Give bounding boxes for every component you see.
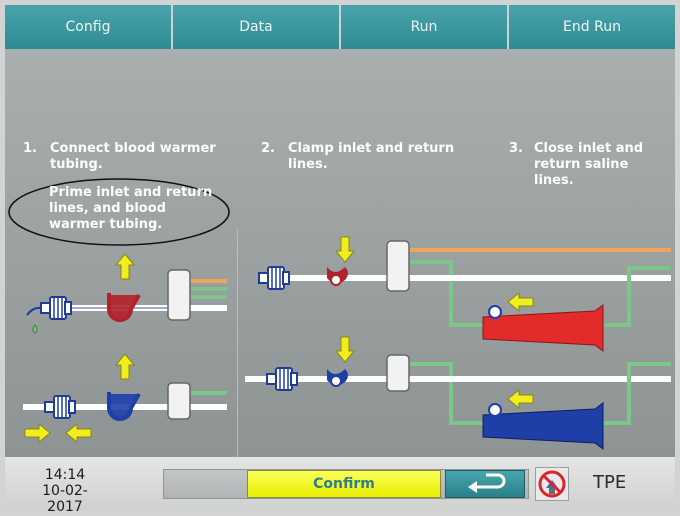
no-ac-power-icon: [538, 470, 566, 498]
back-button[interactable]: [445, 470, 525, 498]
panel2-return-diagram: [245, 336, 671, 450]
procedure-label: TPE: [593, 472, 627, 493]
step-number: 3.: [509, 141, 523, 156]
panel-divider: [237, 229, 238, 457]
note-line: Prime inlet and return: [49, 185, 213, 200]
step-text-line: tubing.: [50, 157, 103, 172]
return-arrow-icon: [468, 473, 506, 493]
date-display: 10-02-2017: [42, 483, 88, 515]
panel1-inlet-diagram: [26, 253, 227, 334]
device-screen: Config Data Run End Run: [5, 5, 675, 515]
tab-config[interactable]: Config: [5, 5, 173, 49]
step-text-line: return saline: [534, 157, 629, 172]
prime-note: Prime inlet and return lines, and blood …: [49, 185, 249, 233]
tab-data[interactable]: Data: [173, 5, 341, 49]
step-text-line: Connect blood warmer: [50, 141, 216, 156]
confirm-button[interactable]: Confirm: [247, 470, 441, 498]
procedure-diagram: [8, 178, 671, 450]
tab-run[interactable]: Run: [341, 5, 509, 49]
step-number: 2.: [261, 141, 275, 156]
step-text-line: lines.: [288, 157, 328, 172]
clock: 14:14 10-02-2017: [25, 467, 105, 515]
top-nav: Config Data Run End Run: [5, 5, 675, 49]
tab-end-run[interactable]: End Run: [509, 5, 675, 49]
step-number: 1.: [23, 141, 37, 156]
step-text-line: Close inlet and: [534, 141, 644, 156]
note-line: lines, and blood: [49, 201, 166, 216]
panel1-return-diagram: [23, 353, 227, 443]
note-highlight: [8, 178, 230, 246]
no-ac-power-indicator: [535, 467, 569, 501]
step-text-line: lines.: [534, 173, 574, 188]
time-display: 14:14: [44, 467, 86, 483]
instruction-panel: 1. Connect blood warmer tubing. Prime in…: [5, 49, 675, 457]
status-bar: 14:14 10-02-2017 Confirm TPE: [5, 457, 675, 515]
panel2-inlet-diagram: [258, 236, 671, 352]
note-line: warmer tubing.: [49, 217, 163, 232]
step-text-line: Clamp inlet and return: [288, 141, 455, 156]
